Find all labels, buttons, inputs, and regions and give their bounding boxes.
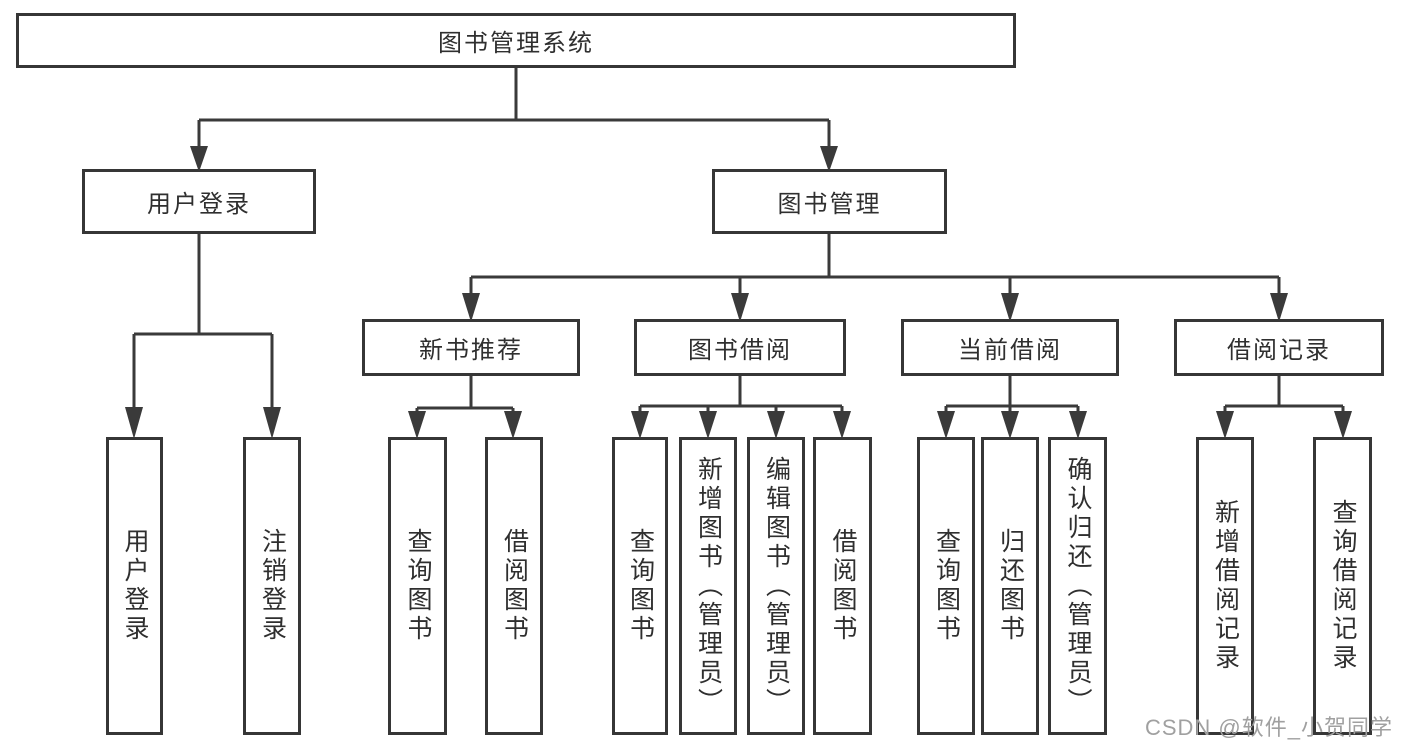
leaf-label: 借阅图书 <box>829 528 857 644</box>
leaf-cb-confirm-return-admin: 确认归还（管理员） <box>1048 437 1107 735</box>
leaf-nbr-query-books: 查询图书 <box>388 437 447 735</box>
leaf-label: 借阅图书 <box>500 528 529 644</box>
leaf-label: 查询图书 <box>932 528 961 644</box>
node-label: 图书管理 <box>777 191 882 218</box>
leaf-bb-query-books: 查询图书 <box>612 437 668 735</box>
leaf-logout-login: 注销登录 <box>243 437 301 735</box>
node-borrowing-records: 借阅记录 <box>1174 319 1384 376</box>
node-book-management: 图书管理 <box>712 169 947 234</box>
node-label: 用户登录 <box>147 191 251 218</box>
leaf-bb-edit-books-admin: 编辑图书（管理员） <box>747 437 805 735</box>
node-label: 当前借阅 <box>958 337 1062 364</box>
leaf-cb-query-books: 查询图书 <box>917 437 975 735</box>
node-label: 借阅记录 <box>1227 337 1331 364</box>
node-label: 图书管理系统 <box>438 30 594 57</box>
leaf-label: 编辑图书（管理员） <box>762 455 791 717</box>
leaf-label: 查询借阅记录 <box>1329 499 1357 673</box>
leaf-label: 用户登录 <box>121 528 149 644</box>
csdn-watermark: CSDN @软件_小贺同学 <box>1144 715 1393 740</box>
leaf-user-login: 用户登录 <box>106 437 163 735</box>
leaf-label: 查询图书 <box>626 528 655 644</box>
leaf-cb-return-books: 归还图书 <box>981 437 1039 735</box>
leaf-label: 查询图书 <box>404 528 432 644</box>
node-current-borrowing: 当前借阅 <box>901 319 1119 376</box>
leaf-label: 归还图书 <box>996 528 1025 644</box>
node-user-login: 用户登录 <box>82 169 316 234</box>
leaf-br-query-borrow-record: 查询借阅记录 <box>1313 437 1372 735</box>
leaf-label: 新增借阅记录 <box>1211 499 1240 673</box>
leaf-nbr-borrow-books: 借阅图书 <box>485 437 543 735</box>
leaf-bb-borrow-books: 借阅图书 <box>813 437 872 735</box>
leaf-label: 确认归还（管理员） <box>1064 455 1092 717</box>
node-label: 图书借阅 <box>688 337 792 364</box>
leaf-label: 注销登录 <box>258 528 287 644</box>
node-root-library-management-system: 图书管理系统 <box>16 13 1016 68</box>
node-book-borrowing: 图书借阅 <box>634 319 846 376</box>
leaf-label: 新增图书（管理员） <box>694 455 723 717</box>
leaf-br-add-borrow-record: 新增借阅记录 <box>1196 437 1254 735</box>
node-label: 新书推荐 <box>419 337 523 364</box>
leaf-bb-add-books-admin: 新增图书（管理员） <box>679 437 737 735</box>
node-new-book-recommendation: 新书推荐 <box>362 319 580 376</box>
